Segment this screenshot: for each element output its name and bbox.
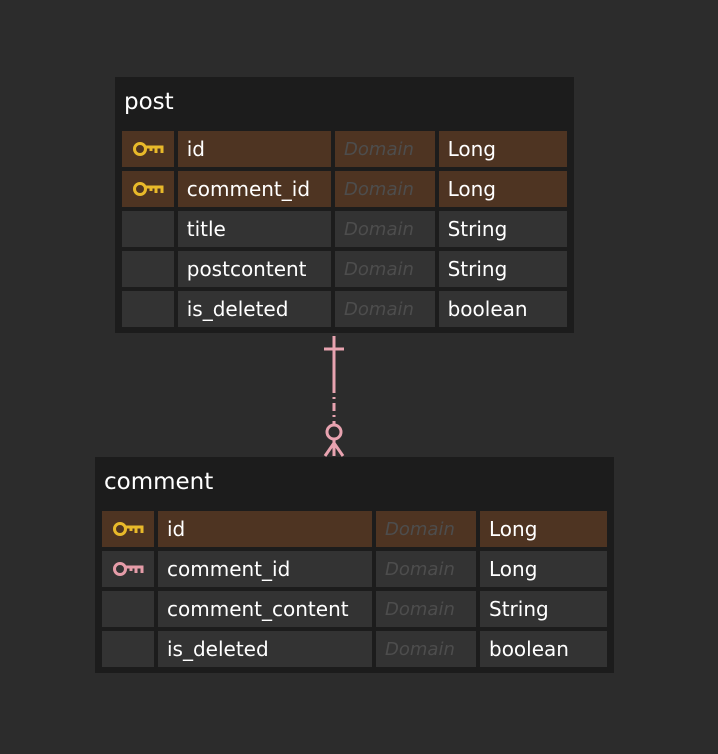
primary-key-icon [132,180,164,198]
key-cell [102,511,154,547]
key-cell [102,631,154,667]
column-type[interactable]: String [438,211,567,247]
column-name[interactable]: comment_id [158,551,372,587]
column-type[interactable]: Long [438,131,567,167]
column-name[interactable]: comment_id [177,171,332,207]
entity-title: post [124,89,174,115]
column-type[interactable]: String [438,251,567,287]
column-domain[interactable]: Domain [335,291,435,327]
key-cell [122,251,174,287]
column-type[interactable]: Long [438,171,567,207]
column-name[interactable]: is_deleted [158,631,372,667]
column-domain[interactable]: Domain [376,551,476,587]
relationship-connector [323,336,345,457]
column-type[interactable]: Long [480,551,607,587]
column-type[interactable]: String [480,591,607,627]
foreign-key-icon [112,560,144,578]
column-type[interactable]: Long [480,511,607,547]
primary-key-icon [112,520,144,538]
column-domain[interactable]: Domain [376,631,476,667]
crowfoot-right [332,442,345,457]
key-cell [102,551,154,587]
column-name[interactable]: title [177,211,332,247]
column-domain[interactable]: Domain [335,131,435,167]
column-name[interactable]: id [158,511,372,547]
column-name[interactable]: postcontent [177,251,332,287]
key-cell [122,211,174,247]
column-domain[interactable]: Domain [335,251,435,287]
column-name[interactable]: comment_content [158,591,372,627]
zero-marker-circle [325,423,343,441]
key-cell [122,291,174,327]
column-type[interactable]: boolean [480,631,607,667]
column-domain[interactable]: Domain [376,591,476,627]
column-domain[interactable]: Domain [335,171,435,207]
entity-title: comment [104,469,214,495]
primary-key-icon [132,140,164,158]
key-cell [102,591,154,627]
crowfoot-left [323,442,336,457]
column-type[interactable]: boolean [438,291,567,327]
column-name[interactable]: is_deleted [177,291,332,327]
column-domain[interactable]: Domain [376,511,476,547]
column-name[interactable]: id [177,131,332,167]
key-cell [122,131,174,167]
column-domain[interactable]: Domain [335,211,435,247]
key-cell [122,171,174,207]
